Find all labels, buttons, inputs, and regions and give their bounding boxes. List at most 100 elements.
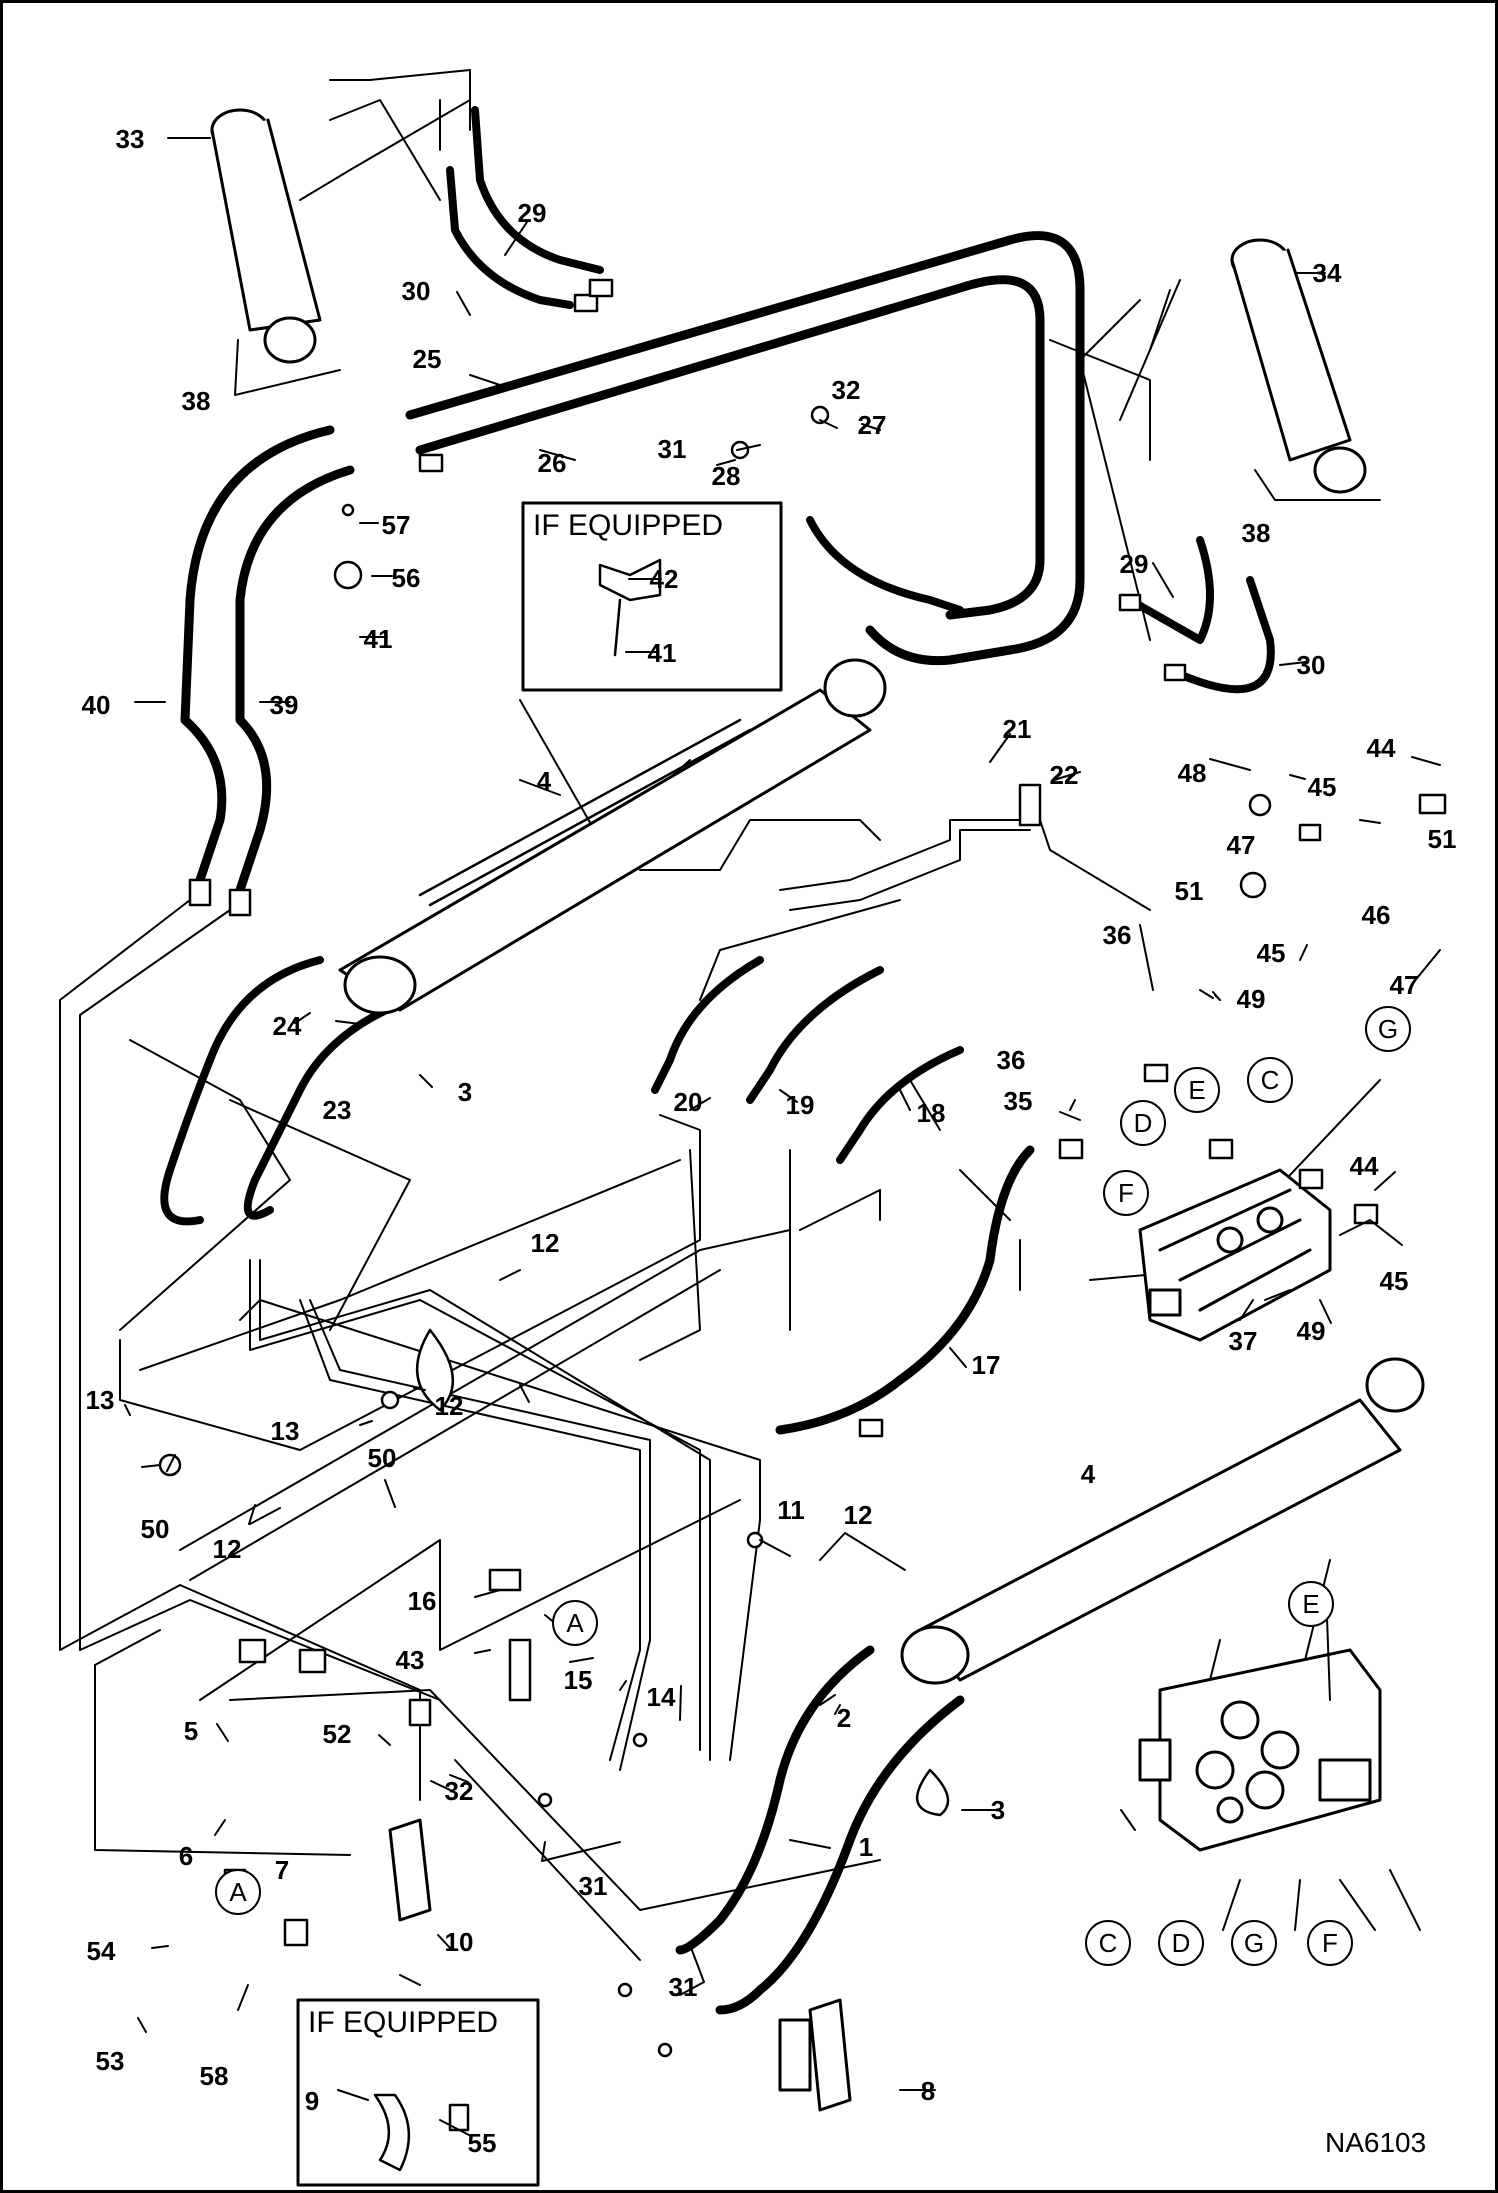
callout-41: 41 — [364, 624, 393, 654]
callout-25: 25 — [413, 344, 442, 374]
callout-44: 44 — [1350, 1151, 1379, 1181]
callout-17: 17 — [972, 1350, 1001, 1380]
callout-29: 29 — [1120, 549, 1149, 579]
callout-26: 26 — [538, 448, 567, 478]
port-label-c: C — [1099, 1928, 1118, 1958]
callout-6: 6 — [179, 1841, 193, 1871]
letter-circles — [215, 1006, 1411, 1966]
callout-14: 14 — [647, 1682, 676, 1712]
port-label-a: A — [229, 1877, 247, 1907]
callout-45: 45 — [1380, 1266, 1409, 1296]
callout-37: 37 — [1229, 1326, 1258, 1356]
callout-24: 24 — [273, 1011, 302, 1041]
callout-46: 46 — [1362, 900, 1391, 930]
routing-lines — [59, 69, 1381, 1961]
callout-51: 51 — [1428, 824, 1457, 854]
callout-3: 3 — [991, 1795, 1005, 1825]
callout-56: 56 — [392, 563, 421, 593]
reference-code: NA6103 — [1325, 2127, 1426, 2158]
callout-36: 36 — [997, 1045, 1026, 1075]
callout-49: 49 — [1297, 1316, 1326, 1346]
callout-22: 22 — [1050, 760, 1079, 790]
valve-view — [1138, 1648, 1382, 1852]
callout-33: 33 — [116, 124, 145, 154]
callout-20: 20 — [674, 1087, 703, 1117]
brackets — [388, 1818, 852, 2112]
callout-15: 15 — [564, 1665, 593, 1695]
callout-31: 31 — [669, 1972, 698, 2002]
callout-10: 10 — [445, 1927, 474, 1957]
callout-42: 42 — [650, 564, 679, 594]
callout-45: 45 — [1257, 938, 1286, 968]
callout-54: 54 — [87, 1936, 116, 1966]
callout-21: 21 — [1003, 714, 1032, 744]
callout-41: 41 — [648, 638, 677, 668]
if-equipped-title-bottom: IF EQUIPPED — [308, 2006, 498, 2039]
callout-2: 2 — [837, 1703, 851, 1733]
callout-1: 1 — [859, 1832, 873, 1862]
callout-51: 51 — [1175, 876, 1204, 906]
callout-47: 47 — [1227, 830, 1256, 860]
port-label-d: D — [1172, 1928, 1191, 1958]
port-label-e: E — [1302, 1589, 1319, 1619]
if-equipped-title-top: IF EQUIPPED — [533, 509, 723, 542]
callout-4: 4 — [537, 766, 552, 796]
hose-17 — [775, 1145, 1035, 1435]
callout-19: 19 — [786, 1090, 815, 1120]
callout-52: 52 — [323, 1719, 352, 1749]
callout-31: 31 — [658, 434, 687, 464]
port-label-e: E — [1188, 1075, 1205, 1105]
callout-12: 12 — [435, 1391, 464, 1421]
fittings — [158, 278, 1447, 2058]
lift-cylinders — [210, 108, 1425, 1685]
callout-36: 36 — [1103, 920, 1132, 950]
callout-28: 28 — [712, 461, 741, 491]
callout-49: 49 — [1237, 984, 1266, 1014]
callout-16: 16 — [408, 1586, 437, 1616]
callout-39: 39 — [270, 690, 299, 720]
callout-29: 29 — [518, 198, 547, 228]
callout-50: 50 — [368, 1443, 397, 1473]
port-label-f: F — [1118, 1178, 1134, 1208]
port-label-f: F — [1322, 1928, 1338, 1958]
callout-7: 7 — [275, 1855, 289, 1885]
callout-12: 12 — [213, 1534, 242, 1564]
callout-45: 45 — [1308, 772, 1337, 802]
tubes-14-15 — [239, 1259, 761, 1771]
callout-32: 32 — [445, 1776, 474, 1806]
port-label-c: C — [1261, 1065, 1280, 1095]
control-valve-37 — [1138, 1168, 1332, 1342]
callout-38: 38 — [182, 386, 211, 416]
if-equipped-box-bottom — [296, 1998, 540, 2187]
callout-32: 32 — [832, 375, 861, 405]
port-label-g: G — [1378, 1014, 1398, 1044]
callout-43: 43 — [396, 1645, 425, 1675]
callout-48: 48 — [1178, 758, 1207, 788]
hose-28 — [806, 516, 964, 614]
callout-3: 3 — [458, 1077, 472, 1107]
leader-lines — [124, 137, 1441, 2136]
port-label-g: G — [1244, 1928, 1264, 1958]
callout-30: 30 — [1297, 650, 1326, 680]
callout-44: 44 — [1367, 733, 1396, 763]
callout-50: 50 — [141, 1514, 170, 1544]
upper-hoses-29-30 — [446, 106, 604, 309]
callout-38: 38 — [1242, 518, 1271, 548]
callout-30: 30 — [402, 276, 431, 306]
if-equipped-box-top — [521, 501, 783, 692]
callout-9: 9 — [305, 2086, 319, 2116]
callout-13: 13 — [86, 1385, 115, 1415]
callout-57: 57 — [382, 510, 411, 540]
callout-55: 55 — [468, 2128, 497, 2158]
callout-23: 23 — [323, 1095, 352, 1125]
hoses-1-2 — [675, 1645, 965, 2015]
callout-13: 13 — [271, 1416, 300, 1446]
right-hoses-29-30 — [1126, 536, 1275, 694]
callout-27: 27 — [858, 410, 887, 440]
callout-35: 35 — [1004, 1086, 1033, 1116]
main-hose-loop — [180, 231, 1085, 895]
callout-5: 5 — [184, 1716, 198, 1746]
valve-tubes — [639, 819, 1151, 1001]
